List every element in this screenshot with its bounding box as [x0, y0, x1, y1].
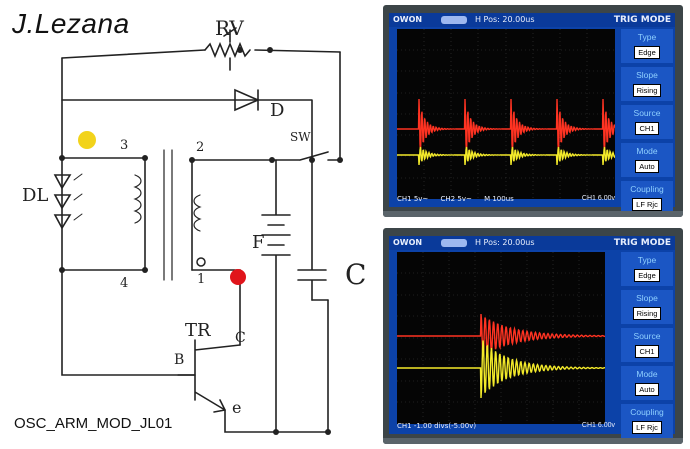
label-sw: SW — [290, 130, 311, 144]
diode-wire — [61, 99, 313, 161]
label-node-1: 1 — [197, 272, 206, 287]
capacitor-c — [297, 159, 329, 433]
scope-brand: OWON — [393, 238, 423, 247]
trig-mode-title: TRIG MODE — [613, 15, 671, 25]
scope-frame — [383, 438, 683, 444]
trigger-level-readout: CH1 6.00v — [581, 422, 615, 429]
scope-frame — [383, 211, 683, 217]
ch2-waveform-red — [397, 313, 605, 357]
wire-top — [61, 49, 341, 59]
waveform-screen-top — [397, 29, 615, 199]
label-dl: DL — [22, 185, 49, 206]
scope-bottom-bar: CH1 -1.00 divs(-5.00v) — [397, 422, 477, 430]
figure-caption: OSC_ARM_MOD_JL01 — [14, 415, 173, 432]
trigger-level-readout: CH1 6.00v — [581, 195, 615, 202]
transformer-core — [163, 149, 173, 281]
label-node-4: 4 — [120, 276, 129, 291]
label-rv: RV — [215, 16, 244, 40]
yellow-probe-marker — [78, 131, 96, 149]
label-e: e — [232, 398, 242, 417]
red-probe-marker — [230, 269, 246, 285]
scope-top-bar: OWON H Pos: 20.00us TRIG MODE — [389, 13, 675, 27]
diode-d — [234, 88, 261, 112]
h-pos-readout: H Pos: 20.00us — [475, 15, 535, 24]
label-f: F — [252, 232, 265, 253]
label-capacitor: C — [345, 258, 367, 291]
ch1-waveform-yellow — [397, 146, 615, 166]
h-pos-readout: H Pos: 20.00us — [475, 238, 535, 247]
transistor-tr — [177, 339, 241, 413]
scope-top-bar: OWON H Pos: 20.00us TRIG MODE — [389, 236, 675, 250]
waveform-screen-bottom — [397, 252, 605, 424]
run-status-badge — [441, 16, 467, 24]
label-node-3: 3 — [120, 138, 129, 153]
ch1-waveform-yellow — [397, 340, 605, 399]
author-name: J.Lezana — [12, 8, 130, 39]
circuit-drawing — [53, 27, 343, 435]
trig-mode-title: TRIG MODE — [613, 238, 671, 248]
label-node-2: 2 — [196, 140, 205, 155]
scope-brand: OWON — [393, 15, 423, 24]
rv-resistor — [204, 41, 251, 59]
label-tr: TR — [185, 320, 211, 341]
label-b: B — [174, 352, 185, 368]
scope-bottom-bar: CH1 5v~ CH2 5v~ M 100us — [397, 195, 514, 203]
battery-f — [261, 159, 291, 433]
label-c: C — [235, 330, 246, 346]
label-d: D — [270, 100, 285, 121]
schematic-sketch: J.Lezana OSC_ARM_MOD_JL01 — [12, 8, 367, 435]
ch2-waveform-red — [397, 98, 615, 153]
run-status-badge — [441, 239, 467, 247]
